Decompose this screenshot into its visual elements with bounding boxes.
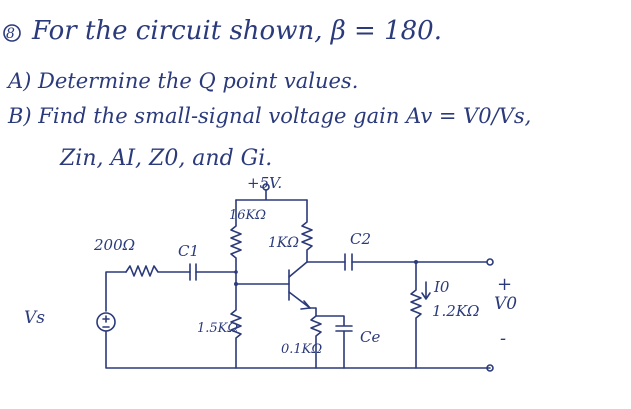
part-b-quantities: Zin, AI, Z0, and Gi.: [60, 146, 273, 171]
vo-terminal-minus: [486, 364, 494, 372]
ce-label: Ce: [360, 328, 381, 346]
r-source: [125, 265, 191, 277]
part-b-text: B) Find the small-signal voltage gain Av…: [8, 104, 532, 128]
source-wire-top: [105, 271, 127, 312]
r-emitter: [309, 307, 322, 369]
transistor-emitter: [288, 291, 311, 309]
vo-label: V0: [494, 294, 518, 314]
ce-capacitor: [315, 315, 353, 369]
io-label: I0: [434, 278, 450, 296]
r-collector-label: 1KΩ: [268, 235, 299, 251]
vo-terminal-plus: [486, 258, 494, 266]
part-a-text: A) Determine the Q point values.: [8, 69, 359, 93]
c1-capacitor: [189, 263, 197, 281]
base-junction: [234, 282, 238, 286]
vs-label: Vs: [24, 308, 46, 328]
vo-plus-label: +: [497, 274, 513, 295]
question-number-circle: [3, 24, 21, 42]
r-source-label: 200Ω: [94, 236, 136, 254]
r-bias-bottom: [230, 283, 242, 369]
load-junction: [414, 260, 418, 264]
c2-label: C2: [350, 230, 372, 248]
r-bias-top-label: 16KΩ: [229, 208, 267, 223]
transistor-collector: [288, 261, 308, 278]
r-load: [410, 261, 422, 369]
ground-rail: [105, 330, 491, 369]
c1-junction: [234, 270, 238, 274]
supply-rail: [235, 189, 308, 201]
question-number: 8: [6, 26, 15, 42]
r-bias-bottom-label: 1.5KΩ: [197, 321, 239, 336]
supply-label: +5V.: [247, 174, 283, 192]
c2-capacitor: [344, 253, 353, 271]
r-collector: [301, 199, 313, 263]
r-emitter-label: 0.1KΩ: [281, 342, 323, 357]
c1-label: C1: [178, 242, 200, 260]
problem-statement: For the circuit shown, β = 180.: [32, 16, 442, 46]
r-load-label: 1.2KΩ: [432, 302, 480, 320]
io-arrow: [421, 281, 431, 300]
vo-minus-label: -: [500, 328, 507, 349]
vs-source-polarity: [102, 315, 110, 328]
r-bias-top: [230, 199, 242, 285]
